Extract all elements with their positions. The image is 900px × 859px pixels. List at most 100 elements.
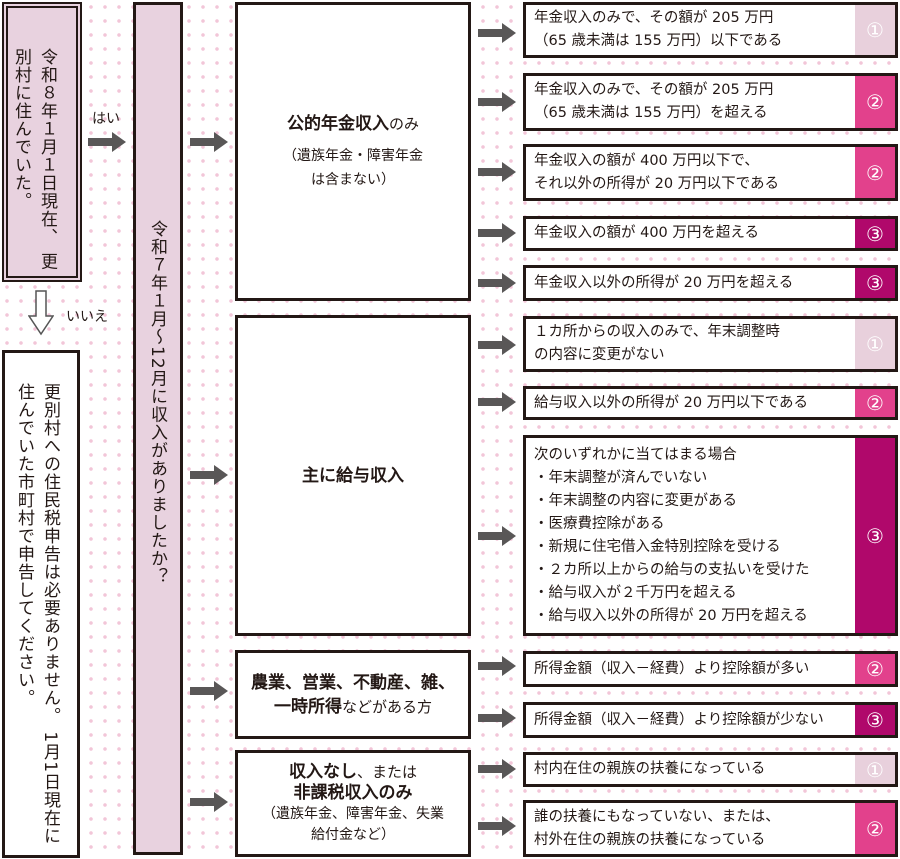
result-line: 村外在住の親族の扶養になっている [534,831,766,848]
right-arrow-icon [478,23,516,43]
result-number-badge: ① [855,5,895,55]
result-line: 所得金額（収入－経費）より控除額が少ない [534,711,824,728]
result-text: 所得金額（収入－経費）より控除額が多い [526,654,855,684]
result-text: 誰の扶養にもなっていない、または、村外在住の親族の扶養になっている [526,803,855,854]
category-salary: 主に給与収入 [235,315,471,636]
result-line: （65 歳未満は 155 万円）を超える [534,105,768,121]
right-arrow-icon [478,335,516,355]
result-box: 年金収入の額が 400 万円以下で、それ以外の所得が 20 万円以下である ② [523,144,898,201]
down-arrow-icon [28,290,54,336]
result-number-badge: ① [855,319,895,369]
result-line: ・年末調整が済んでいない [534,469,708,486]
right-arrow-icon [478,162,516,182]
no-result-line-1: 更別村への住民税申告は必要ありません。 [40,383,60,725]
result-line: ・２カ所以上からの給与の支払いを受けた [534,561,810,578]
right-arrow-icon [190,132,228,152]
result-line: １カ所からの収入のみで、年末調整時 [534,324,780,340]
result-number-badge: ② [855,389,895,417]
result-line: 年金収入のみで、その額が 205 万円 [534,82,774,98]
cat-business-rest: などがある方 [341,697,432,716]
result-line: ・医療費控除がある [534,515,665,532]
question-text: 令和７年１月～12月に収入がありましたか？ [147,220,167,586]
result-line: 村内在住の親族の扶養になっている [534,761,766,777]
result-line: ・年末調整の内容に変更がある [534,492,737,509]
cat-pension-note-1: （遺族年金・障害年金 [283,147,423,164]
start-line-2: 更別村に住んでいた。 [11,48,57,271]
cat-none-bold: 収入なし [288,761,357,782]
result-text: １カ所からの収入のみで、年末調整時の内容に変更がない [526,319,855,369]
result-number-badge: ③ [855,219,895,248]
cat-business-bold2: 一時所得 [273,696,342,717]
result-text: 給与収入以外の所得が 20 万円以下である [526,389,855,417]
result-line: 給与収入以外の所得が 20 万円以下である [534,394,809,411]
no-label: いいえ [66,309,108,325]
result-line: ・給与収入が２千万円を超える [534,584,737,601]
result-number-badge: ② [855,803,895,854]
result-line: 年金収入のみで、その額が 205 万円 [534,10,774,26]
result-number-badge: ② [855,654,895,684]
result-box: 年金収入の額が 400 万円を超える ③ [523,216,898,251]
result-line: それ以外の所得が 20 万円以下である [534,175,780,192]
cat-none-rest: 、または [356,762,417,781]
result-box: 給与収入以外の所得が 20 万円以下である ② [523,386,898,420]
no-result-box: 更別村への住民税申告は必要ありません。 1月1日現在に住んでいた市町村で申告して… [2,350,80,858]
result-line: 次のいずれかに当てはまる場合 [534,446,737,463]
category-no-income: 収入なし、または 非課税収入のみ （遺族年金、障害年金、失業 給付金など） [235,750,471,857]
right-arrow-icon [478,392,516,412]
result-text: 年金収入のみで、その額が 205 万円 （65 歳未満は 155 万円）以下である [526,5,855,55]
result-line: 誰の扶養にもなっていない、または、 [534,808,780,825]
no-result-line-2: 1月1日現在に住んでいた市町村で申告してください。 [14,383,60,846]
result-text: 次のいずれかに当てはまる場合・年末調整が済んでいない・年末調整の内容に変更がある… [526,438,855,633]
right-arrow-icon [478,92,516,112]
right-arrow-icon [190,681,228,701]
right-arrow-icon [190,792,228,812]
right-arrow-icon [478,526,516,546]
result-line: （65 歳未満は 155 万円）以下である [534,33,783,49]
result-line: ・新規に住宅借入金特別控除を受ける [534,538,781,555]
income-question-box: 令和７年１月～12月に収入がありましたか？ [133,2,183,855]
cat-pension-note-2: は含まない） [311,171,395,188]
cat-none-bold2: 非課税収入のみ [293,782,413,803]
right-arrow-icon [478,656,516,676]
cat-salary-bold: 主に給与収入 [302,465,404,486]
result-text: 年金収入の額が 400 万円を超える [526,219,855,248]
category-business: 農業、営業、不動産、雑、 一時所得などがある方 [235,650,471,739]
result-box: 年金収入のみで、その額が 205 万円 （65 歳未満は 155 万円）以下である… [523,2,898,58]
cat-pension-rest: のみ [388,114,419,133]
result-line: 所得金額（収入－経費）より控除額が多い [534,660,810,677]
result-number-badge: ③ [855,438,895,633]
result-number-badge: ① [855,755,895,784]
cat-business-bold: 農業、営業、不動産、雑、 [251,672,455,693]
result-text: 村内在住の親族の扶養になっている [526,755,855,784]
result-text: 所得金額（収入－経費）より控除額が少ない [526,705,855,735]
result-line: の内容に変更がない [534,347,665,363]
result-number-badge: ② [855,147,895,198]
result-box: 村内在住の親族の扶養になっている ① [523,752,898,787]
result-line: 年金収入の額が 400 万円以下で、 [534,152,759,169]
result-line: ・給与収入以外の所得が 20 万円を超える [534,607,808,624]
right-arrow-icon [190,465,228,485]
result-text: 年金収入以外の所得が 20 万円を超える [526,268,855,298]
result-line: 年金収入以外の所得が 20 万円を超える [534,274,794,291]
right-arrow-icon [478,223,516,243]
result-number-badge: ③ [855,705,895,735]
result-number-badge: ③ [855,268,895,298]
right-arrow-icon [478,759,516,779]
right-arrow-icon [478,708,516,728]
right-arrow-icon [478,273,516,293]
start-line-1: 令和８年１月１日現在、 [37,48,57,246]
right-arrow-icon [478,816,516,836]
category-pension: 公的年金収入のみ （遺族年金・障害年金 は含まない） [235,2,471,301]
cat-none-note-1: （遺族年金、障害年金、失業 [262,805,444,822]
cat-none-note-2: 給付金など） [311,826,395,843]
result-number-badge: ② [855,76,895,128]
start-condition-box: 令和８年１月１日現在、 更別村に住んでいた。 [2,2,82,282]
yes-label: はい [92,111,120,127]
result-box: 年金収入以外の所得が 20 万円を超える ③ [523,265,898,301]
result-box: 所得金額（収入－経費）より控除額が多い ② [523,651,898,687]
result-box: 年金収入のみで、その額が 205 万円 （65 歳未満は 155 万円）を超える ② [523,73,898,131]
result-line: 年金収入の額が 400 万円を超える [534,225,759,241]
